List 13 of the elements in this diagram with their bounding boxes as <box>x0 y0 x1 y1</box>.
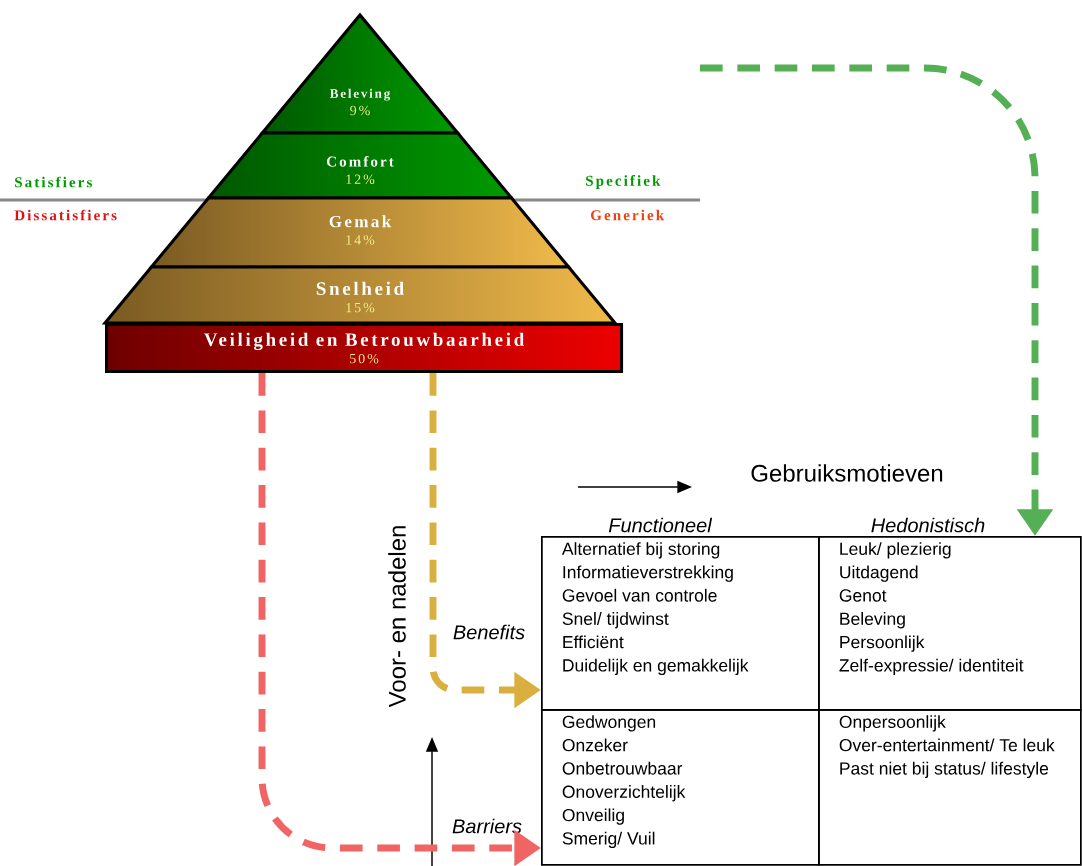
table-cell: Onpersoonlijk Over-entertainment/ Te leuk Past niet bij status/ lifestyle <box>818 709 1082 866</box>
pyramid-layer: Veiligheid en Betrouwbaarheid 50% <box>105 323 624 374</box>
side-label: Specifiek <box>586 175 661 189</box>
side-label: Generiek <box>591 209 665 221</box>
table-cell: Gedwongen Onzeker Onbetrouwbaar Onoverzichtelijk Onveilig Smerig/ Vuil <box>541 709 820 866</box>
side-label: Satisfiers <box>15 176 92 188</box>
row-header: Barriers <box>452 818 522 834</box>
side-label: Dissatisfiers <box>14 209 117 221</box>
table-cell: Leuk/ plezierig Uitdagend Genot Beleving Persoonlijk Zelf-expressie/ identiteit <box>818 536 1082 711</box>
column-header: Hedonistisch <box>871 517 985 533</box>
axis-title: Gebruiksmotieven <box>751 464 943 482</box>
table-cell: Alternatief bij storing Informatieverstrekking Gevoel van controle Snel/ tijdwinst Efficiënt Duidelijk en gemakkelijk <box>541 536 820 711</box>
axis-title: Voor- en nadelen <box>388 526 406 708</box>
